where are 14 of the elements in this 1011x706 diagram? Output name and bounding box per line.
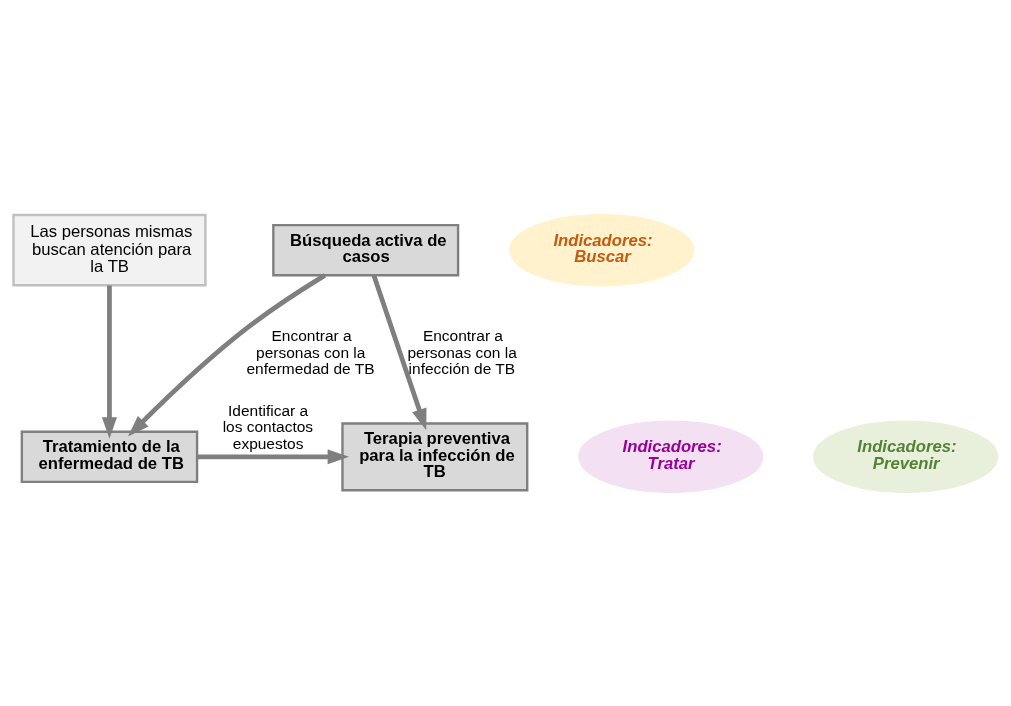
- arrow: [127, 272, 327, 436]
- node-ellipse: Indicadores: Buscar: [509, 213, 695, 286]
- node-ellipse: Indicadores: Prevenir: [813, 420, 999, 493]
- arrow: [101, 285, 117, 439]
- node-ellipse: Indicadores: Tratar: [578, 420, 764, 493]
- node-box: Tratamiento de la enfermedad de TB: [20, 430, 199, 483]
- arrow: [197, 448, 350, 464]
- node-box: Las personas mismas buscan atención para la TB: [12, 213, 207, 286]
- arrow: [371, 274, 427, 430]
- node-box: Terapia preventiva para la infección de TB: [341, 421, 529, 491]
- edge-label: Identificar a los contactos expuestos: [222, 401, 314, 452]
- edge-label: Encontrar a personas con la infección de TB: [407, 326, 517, 377]
- edge-label: Encontrar a personas con la enfermedad de TB: [246, 326, 375, 377]
- node-box: Búsqueda activa de casos: [272, 223, 460, 276]
